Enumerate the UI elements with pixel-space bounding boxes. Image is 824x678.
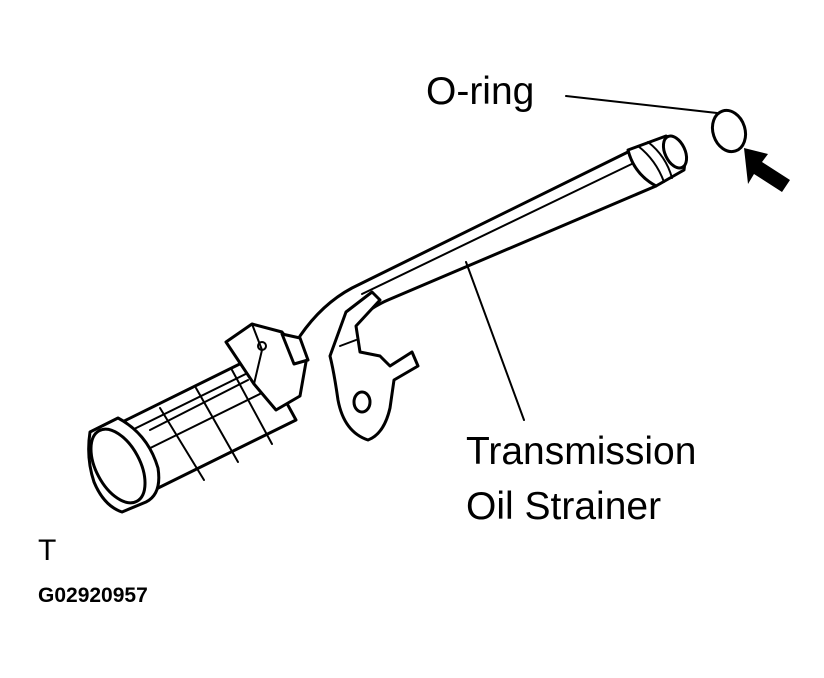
view-code: T [38, 534, 57, 567]
strainer-label-line2: Oil Strainer [466, 485, 662, 528]
strainer-label-line1: Transmission [466, 430, 697, 473]
pipe-end-collar [626, 134, 689, 188]
strainer-label: Transmission Oil Strainer [466, 424, 696, 534]
strainer-end-cap [87, 416, 161, 514]
strainer-body [108, 352, 298, 496]
mounting-bracket [328, 290, 420, 442]
o-ring-label: O-ring [426, 70, 535, 113]
o-ring-shape [710, 108, 748, 154]
figure-id: G02920957 [38, 584, 148, 607]
o-ring-leader-line [565, 95, 718, 114]
install-arrow-icon [744, 148, 790, 192]
strainer-pickup-head [224, 322, 310, 412]
strainer-leader-line [465, 261, 525, 421]
